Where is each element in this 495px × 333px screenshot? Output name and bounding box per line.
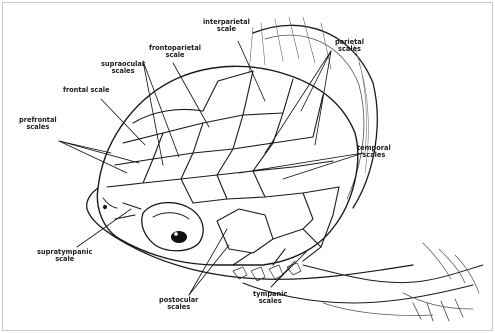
turtle-head-illustration (3, 3, 492, 330)
beak-outline (87, 188, 115, 237)
label-parietal-scales: parietal scales (335, 39, 364, 53)
eye-socket (142, 203, 203, 251)
label-tympanic-scales: tympanic scales (253, 291, 287, 305)
eyelid (153, 213, 189, 219)
label-frontoparietal-scale: frontoparietal scale (149, 45, 201, 59)
label-interparietal-scale: interparietal scale (203, 19, 250, 33)
label-supraocular-scales: supraocular scales (101, 61, 145, 75)
label-temporal-scales: temporal scales (357, 145, 391, 159)
label-prefrontal-scales: prefrontal scales (19, 117, 57, 131)
jaw-line (115, 237, 413, 279)
label-frontal-scale: frontal scale (63, 87, 110, 94)
label-supratympanic-scale: supratympanic scale (37, 249, 92, 263)
eye-pupil (171, 231, 187, 243)
nostril (103, 205, 106, 208)
head-outline (97, 66, 357, 265)
label-postocular-scales: postocular scales (159, 297, 198, 311)
leader-lines (59, 41, 363, 295)
